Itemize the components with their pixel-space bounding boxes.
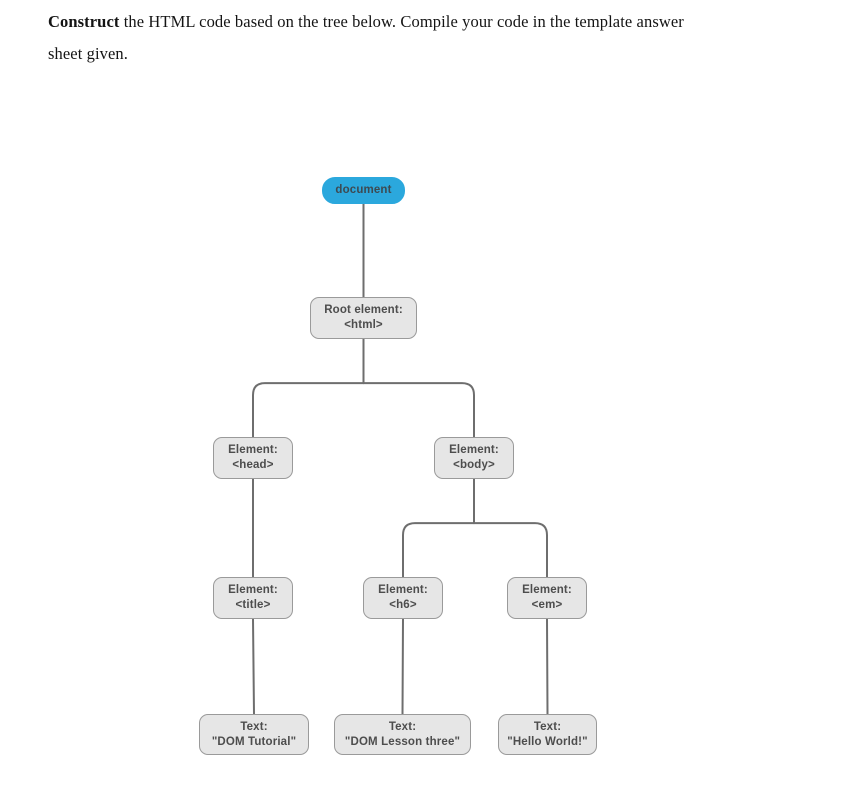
- tree-node-line: Element:: [522, 584, 572, 596]
- tree-node-line: "DOM Tutorial": [211, 735, 297, 748]
- tree-node-document: document: [322, 177, 405, 204]
- tree-node-line: Element:: [228, 584, 278, 596]
- tree-node-text-title: Text: "DOM Tutorial": [199, 714, 309, 755]
- tree-node-title: Element: <title>: [213, 577, 293, 619]
- tree-node-h6: Element: <h6>: [363, 577, 443, 619]
- tree-edge: [362, 382, 475, 438]
- tree-node-line: Text:: [533, 720, 562, 733]
- tree-node-line: <html>: [344, 319, 383, 331]
- tree-node-line: document: [335, 184, 392, 196]
- tree-edge: [546, 618, 549, 715]
- tree-node-line: "DOM Lesson three": [344, 735, 461, 748]
- tree-edge: [252, 382, 365, 438]
- prompt-keyword: Construct: [48, 12, 120, 31]
- tree-node-line: "Hello World!": [507, 735, 588, 748]
- tree-node-line: <body>: [453, 459, 495, 471]
- tree-edge: [473, 522, 548, 578]
- tree-edge: [401, 618, 404, 715]
- tree-node-line: Element:: [449, 444, 499, 456]
- tree-node-line: Text:: [240, 720, 268, 733]
- question-prompt: Construct the HTML code based on the tre…: [48, 6, 823, 70]
- tree-node-line: Element:: [228, 444, 278, 456]
- tree-node-line: Text:: [388, 720, 417, 733]
- tree-node-line: <head>: [232, 459, 274, 471]
- prompt-text-line1: the HTML code based on the tree below. C…: [119, 12, 684, 31]
- tree-node-line: <title>: [235, 599, 271, 611]
- tree-node-html: Root element: <html>: [310, 297, 417, 339]
- tree-node-line: <h6>: [389, 599, 417, 611]
- tree-edge: [402, 522, 475, 578]
- tree-node-text-em: Text: "Hello World!": [498, 714, 597, 755]
- tree-edge: [252, 618, 255, 715]
- tree-node-line: <em>: [531, 599, 563, 611]
- tree-node-line: Element:: [378, 584, 428, 596]
- tree-node-line: Root element:: [324, 304, 403, 316]
- tree-node-head: Element: <head>: [213, 437, 293, 479]
- prompt-text-line2: sheet given.: [48, 44, 129, 63]
- tree-node-text-h6: Text: "DOM Lesson three": [334, 714, 471, 755]
- tree-node-em: Element: <em>: [507, 577, 587, 619]
- tree-node-body: Element: <body>: [434, 437, 514, 479]
